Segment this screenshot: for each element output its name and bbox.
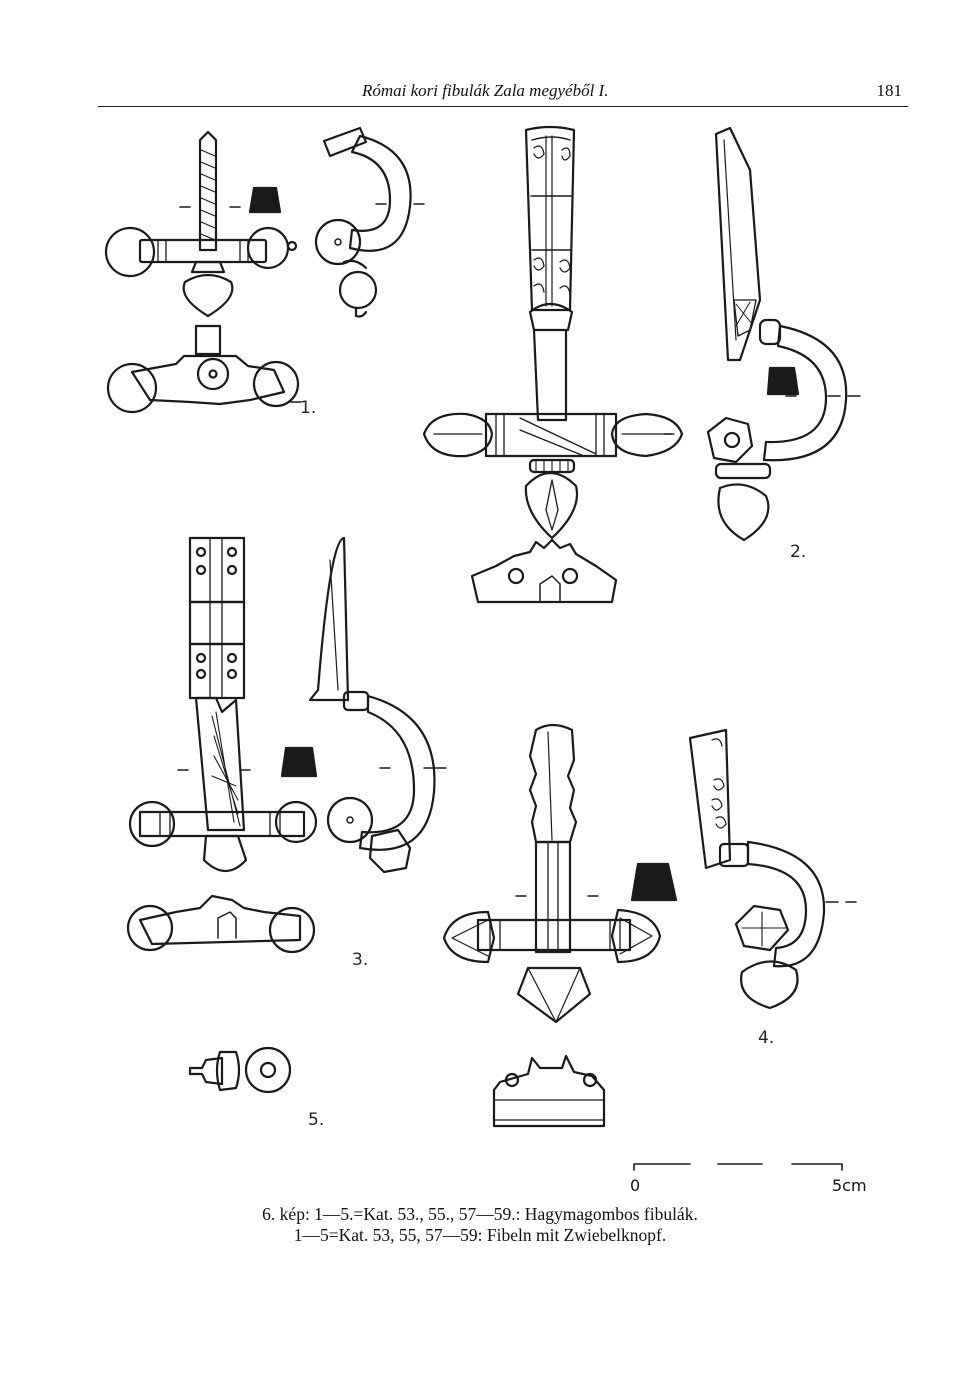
figure-label-4: 4. — [758, 1028, 775, 1048]
caption-line-german: 1—5=Kat. 53, 55, 57—59: Fibeln mit Zwieb… — [293, 1225, 667, 1245]
fibula-2-front-view — [422, 125, 861, 604]
fibula-1-front-view — [104, 126, 425, 414]
figure-caption: 6. kép: 1—5.=Kat. 53., 55., 57—59.: Hagy… — [0, 1204, 960, 1246]
figure-label-1: 1. — [300, 398, 317, 418]
running-header: Római kori fibulák Zala megyéből I. 181 — [98, 80, 908, 107]
scale-bar — [633, 1163, 843, 1171]
fibula-4-front-view — [442, 723, 857, 1128]
scale-start-label: 0 — [630, 1176, 641, 1195]
figure-label-5: 5. — [308, 1110, 325, 1130]
figure-label-2: 2. — [790, 542, 807, 562]
figure-label-3: 3. — [352, 950, 369, 970]
running-title: Római kori fibulák Zala megyéből I. — [362, 81, 609, 100]
scale-end-label: 5cm — [832, 1176, 867, 1195]
page-number: 181 — [876, 81, 903, 100]
caption-line-hungarian: 6. kép: 1—5.=Kat. 53., 55., 57—59.: Hagy… — [262, 1204, 698, 1224]
fibula-5-knob-views — [188, 1046, 292, 1094]
fibula-3-front-view — [126, 536, 447, 954]
